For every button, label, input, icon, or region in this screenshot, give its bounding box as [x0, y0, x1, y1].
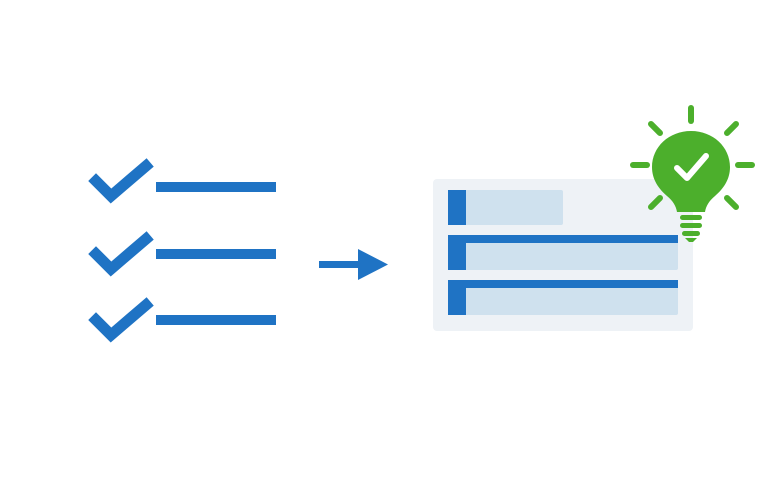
result-row — [448, 190, 563, 225]
result-row — [448, 235, 678, 270]
arrow-right-icon — [319, 249, 388, 280]
checklist-item — [88, 231, 276, 277]
result-panel — [433, 179, 693, 331]
checklist-item — [88, 297, 276, 343]
checklist-line — [156, 315, 276, 325]
lightbulb-check-icon — [630, 105, 755, 242]
checklist-line — [156, 182, 276, 192]
checkmark-icon — [88, 297, 154, 343]
checklist-item — [88, 158, 276, 204]
checklist-line — [156, 249, 276, 259]
checklist — [88, 158, 276, 343]
checkmark-icon — [88, 158, 154, 204]
result-row — [448, 280, 678, 315]
checkmark-icon — [88, 231, 154, 277]
bulb-checkmark — [674, 153, 709, 181]
